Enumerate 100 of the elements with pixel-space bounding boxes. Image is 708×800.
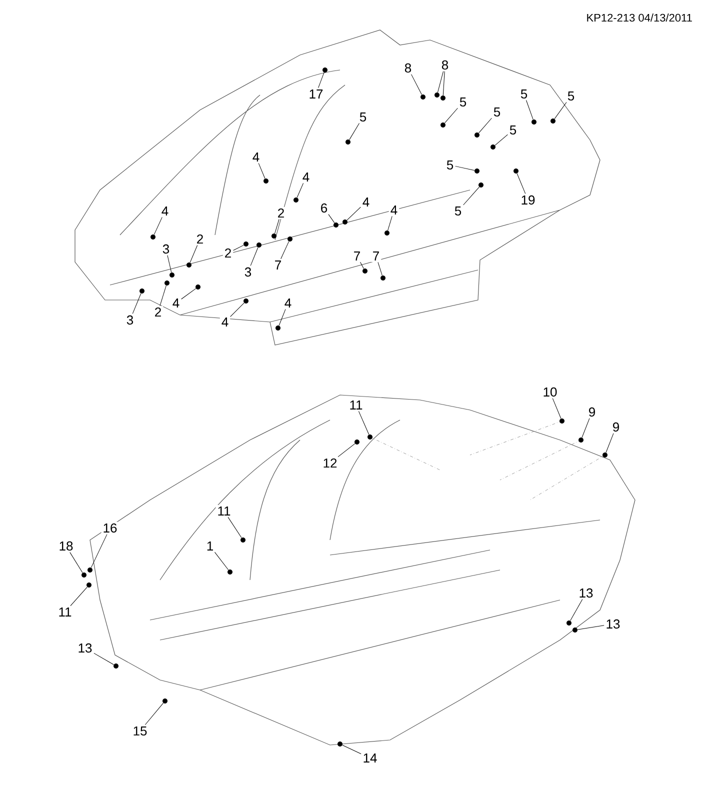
fastener bbox=[346, 140, 350, 144]
callout-number: 1 bbox=[204, 540, 216, 552]
leader-line bbox=[250, 247, 258, 266]
callout-number: 3 bbox=[124, 314, 136, 326]
fastener bbox=[434, 92, 440, 98]
callout-number: 9 bbox=[586, 406, 598, 418]
callout-number: 11 bbox=[216, 505, 232, 517]
fastener bbox=[334, 222, 338, 228]
callout-number: 7 bbox=[272, 259, 284, 271]
leader-line bbox=[552, 398, 562, 419]
fastener bbox=[228, 570, 232, 574]
callout-number: 13 bbox=[604, 618, 622, 630]
leader-line bbox=[90, 534, 108, 568]
callout-number: 11 bbox=[56, 606, 74, 618]
leader-line bbox=[360, 262, 364, 269]
callout-number: 8 bbox=[402, 62, 414, 74]
callout-number: 2 bbox=[222, 246, 234, 260]
fastener bbox=[440, 96, 446, 100]
leader-line bbox=[338, 443, 356, 458]
callout-number: 9 bbox=[610, 420, 622, 434]
fastener bbox=[140, 288, 144, 294]
callout-number: 6 bbox=[318, 202, 330, 214]
callout-number: 13 bbox=[577, 586, 595, 600]
leader-line bbox=[463, 186, 480, 206]
leader-line bbox=[444, 108, 458, 124]
fastener bbox=[240, 538, 246, 542]
leader-line bbox=[167, 255, 172, 273]
leader-line bbox=[154, 216, 162, 235]
fastener bbox=[474, 168, 480, 174]
fastener bbox=[572, 628, 578, 632]
leader-line bbox=[278, 308, 286, 326]
fastener bbox=[82, 572, 86, 578]
leader-line bbox=[494, 134, 508, 146]
leader-line bbox=[478, 118, 492, 134]
callout-number: 4 bbox=[220, 316, 230, 328]
fastener bbox=[338, 742, 342, 746]
fastener bbox=[384, 230, 390, 236]
fastener bbox=[490, 144, 496, 150]
callout-number: 8 bbox=[440, 58, 450, 72]
callout-number: 5 bbox=[566, 90, 576, 102]
leader-line bbox=[132, 293, 142, 314]
callout-number: 5 bbox=[458, 96, 468, 108]
leader-line bbox=[378, 262, 382, 276]
leader-line bbox=[181, 288, 196, 300]
leader-line bbox=[437, 71, 444, 93]
leader-line bbox=[358, 410, 370, 435]
leader-line bbox=[388, 216, 392, 231]
callout-number: 4 bbox=[170, 297, 182, 309]
fastener bbox=[578, 438, 584, 442]
callout-number: 4 bbox=[282, 297, 294, 309]
fastener bbox=[186, 262, 192, 268]
fastener bbox=[362, 268, 368, 274]
callout-number: 5 bbox=[444, 158, 456, 172]
leader-line bbox=[230, 302, 244, 317]
fastener bbox=[532, 120, 536, 124]
callout-number: 10 bbox=[541, 386, 559, 398]
callout-number: 5 bbox=[358, 110, 368, 124]
leader-line bbox=[70, 552, 83, 573]
callout-number: 11 bbox=[348, 399, 364, 411]
fastener bbox=[86, 582, 92, 588]
leader-line bbox=[190, 245, 198, 263]
leader-line bbox=[455, 166, 475, 171]
callout-number: 4 bbox=[300, 171, 312, 183]
fastener bbox=[566, 620, 572, 626]
fastener bbox=[244, 298, 248, 304]
leader-line bbox=[577, 625, 604, 630]
fastener bbox=[288, 236, 292, 242]
callout-number: 2 bbox=[152, 306, 164, 318]
fastener bbox=[368, 434, 372, 440]
fastener bbox=[162, 698, 168, 704]
leader-line bbox=[582, 418, 590, 438]
fastener bbox=[478, 182, 484, 188]
fastener bbox=[474, 132, 480, 138]
fastener bbox=[380, 276, 386, 280]
leader-line bbox=[228, 516, 242, 538]
leader-line bbox=[516, 173, 526, 194]
leader-line bbox=[70, 586, 88, 606]
callout-number: 13 bbox=[76, 642, 94, 654]
fastener bbox=[196, 284, 200, 290]
callout-number: 5 bbox=[492, 106, 502, 118]
leader-line bbox=[328, 214, 335, 224]
fastener bbox=[560, 418, 564, 424]
fastener bbox=[88, 568, 92, 572]
callout-number: 4 bbox=[360, 196, 372, 208]
callout-number: 12 bbox=[321, 456, 339, 470]
leader-line bbox=[570, 599, 583, 621]
leader-line bbox=[526, 100, 534, 120]
leader-line bbox=[606, 433, 614, 453]
leader-line bbox=[233, 244, 244, 251]
fastener bbox=[354, 440, 360, 444]
callout-number: 5 bbox=[452, 204, 464, 218]
callout-number: 7 bbox=[352, 250, 362, 262]
leader-line bbox=[94, 652, 114, 665]
fastener bbox=[342, 220, 348, 224]
leader-line bbox=[346, 206, 361, 220]
leader-line bbox=[411, 74, 422, 95]
callout-number: 4 bbox=[160, 205, 170, 217]
fastener bbox=[550, 118, 556, 124]
leader-line bbox=[214, 552, 229, 570]
fastener bbox=[602, 452, 608, 458]
